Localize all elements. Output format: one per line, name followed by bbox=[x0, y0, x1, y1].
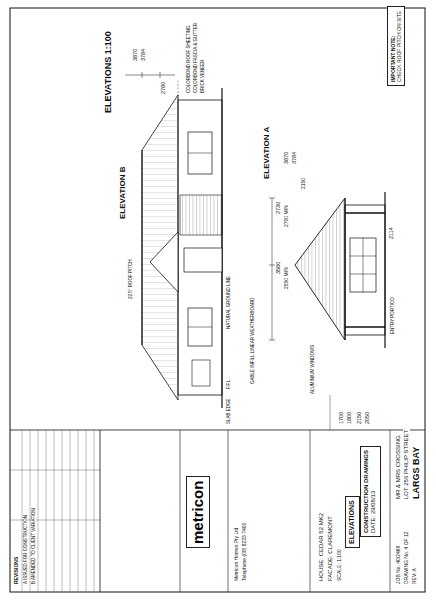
entry-door bbox=[184, 248, 222, 272]
eave-line bbox=[345, 198, 346, 340]
title-block-line bbox=[180, 430, 181, 592]
window bbox=[192, 360, 210, 386]
title-block-cell: ELEVATIONS bbox=[345, 496, 360, 548]
portico-post bbox=[345, 212, 385, 213]
window-mullion bbox=[188, 327, 212, 328]
cladding-panel bbox=[180, 195, 222, 235]
sheet-border bbox=[10, 8, 425, 592]
annotation: JOB No. 40/2469 bbox=[395, 545, 401, 585]
annotation: 2150 bbox=[300, 177, 306, 190]
annotation: ELEVATION B bbox=[118, 165, 128, 220]
dimension-line bbox=[272, 198, 273, 340]
dimension-line bbox=[125, 75, 175, 76]
annotation: 3870 bbox=[132, 48, 139, 62]
title-block-cell: CONSTRUCTION DRAWINGSDATE: 29/08/13 bbox=[360, 446, 381, 537]
annotation: LOT 256 PHILIP STREET bbox=[403, 429, 410, 500]
annotation: COLORBOND FASCIA & GUTTER bbox=[193, 22, 198, 94]
window-mullion bbox=[350, 256, 376, 257]
title-block-line bbox=[10, 430, 425, 431]
dimension-line bbox=[330, 395, 331, 430]
window bbox=[188, 132, 212, 174]
window bbox=[188, 308, 212, 346]
annotation: COLORBOND ROOF SHEETING bbox=[186, 24, 191, 94]
annotation: SCALE: 1:100 bbox=[336, 548, 342, 582]
revision-table-line bbox=[78, 430, 79, 592]
cell-text: DATE: 29/08/13 bbox=[370, 450, 377, 533]
annotation: MR & MRS CROSSING bbox=[395, 434, 402, 500]
portico-post bbox=[345, 326, 385, 327]
annotation: 22.5° ROOF PITCH bbox=[128, 258, 133, 300]
roof-ridge bbox=[142, 150, 143, 345]
revision-table-line bbox=[54, 430, 55, 592]
title-block-line bbox=[310, 430, 311, 592]
annotation: ENTRY PORTICO bbox=[390, 296, 395, 335]
wall-outline bbox=[345, 205, 385, 335]
revision-table bbox=[22, 430, 94, 592]
entry-gable bbox=[150, 232, 178, 292]
window-mullion bbox=[188, 153, 212, 154]
annotation: LARGS BAY bbox=[411, 446, 422, 500]
revision-table-line bbox=[70, 430, 71, 592]
gable-roof bbox=[295, 198, 345, 340]
annotation: NATURAL GROUND LINE bbox=[226, 275, 231, 330]
annotation: 2550 MIN bbox=[283, 266, 289, 290]
annotation: 3784 bbox=[140, 48, 147, 62]
cell-text: CHECK ROOF PITCH ON SITE bbox=[396, 10, 402, 82]
annotation: A ISSUED FOR CONSTRUCTION bbox=[23, 514, 28, 585]
cell-text: IMPORTANT NOTE: bbox=[390, 10, 396, 82]
annotation: B AMENDED TO CLIENT VARIATION bbox=[31, 507, 36, 585]
wall-outline bbox=[178, 100, 222, 395]
annotation: 2114 bbox=[388, 226, 395, 240]
revision-table-line bbox=[94, 430, 95, 592]
annotation: BRICK VENEER bbox=[200, 58, 205, 94]
revision-table-line bbox=[86, 430, 87, 592]
revision-table-line bbox=[62, 430, 63, 592]
annotation: 3784 bbox=[291, 151, 298, 165]
cell-text: ELEVATIONS bbox=[348, 500, 356, 544]
revision-table-line bbox=[10, 470, 100, 471]
annotation: GABLE INFILL LINEAR WEATHERBOARD bbox=[250, 296, 255, 385]
window bbox=[350, 238, 376, 292]
annotation: 1800 bbox=[346, 411, 353, 425]
annotation: F.F.L. bbox=[226, 377, 231, 390]
annotation: 3870 bbox=[283, 151, 290, 165]
dimension-tick bbox=[269, 340, 275, 341]
revision-table-line bbox=[46, 430, 47, 592]
annotation: 2730 bbox=[275, 201, 282, 215]
title-block-line bbox=[100, 430, 101, 592]
hip-roof bbox=[142, 95, 178, 400]
cell-text: metricon bbox=[189, 480, 207, 544]
drawing-title: ELEVATIONS 1:100 bbox=[103, 30, 114, 114]
title-block-line bbox=[228, 430, 229, 592]
annotation: 1700 bbox=[338, 411, 345, 425]
window-mullion bbox=[350, 274, 376, 275]
cell-text: CONSTRUCTION DRAWINGS bbox=[363, 450, 370, 533]
annotation: ELEVATION A bbox=[262, 126, 272, 180]
annotation: 2150 bbox=[356, 411, 363, 425]
annotation: REV: A bbox=[411, 567, 417, 585]
annotation: REVISIONS bbox=[13, 556, 19, 585]
revision-table-line bbox=[38, 430, 39, 592]
window-transom bbox=[363, 238, 364, 292]
title-block-line bbox=[390, 430, 391, 592]
annotation: HOUSE: CEDAR 52 MK2 bbox=[318, 512, 325, 582]
annotation: FACADE: CLAREMONT bbox=[327, 515, 334, 582]
annotation: ALUMINIUM WINDOWS bbox=[310, 344, 315, 395]
annotation: Metricon Homes Pty Ltd bbox=[233, 527, 239, 582]
title-block-cell: metricon bbox=[186, 476, 210, 548]
annotation: 2050 bbox=[364, 411, 371, 425]
annotation: 2780 bbox=[160, 81, 167, 95]
title-block-cell: IMPORTANT NOTE:CHECK ROOF PITCH ON SITE bbox=[387, 6, 405, 86]
annotation: 3580 bbox=[275, 261, 282, 275]
dimension-tick bbox=[160, 72, 161, 78]
level-line bbox=[178, 80, 179, 100]
dimension-tick bbox=[269, 198, 275, 199]
dimension-tick bbox=[142, 72, 143, 78]
annotation: 2700 MIN bbox=[283, 204, 289, 228]
annotation: Telephone (08) 8233 7400 bbox=[241, 522, 247, 582]
annotation: SLAB EDGE bbox=[226, 397, 231, 425]
annotation: DRAWING No. 4 OF 12 bbox=[403, 530, 409, 585]
